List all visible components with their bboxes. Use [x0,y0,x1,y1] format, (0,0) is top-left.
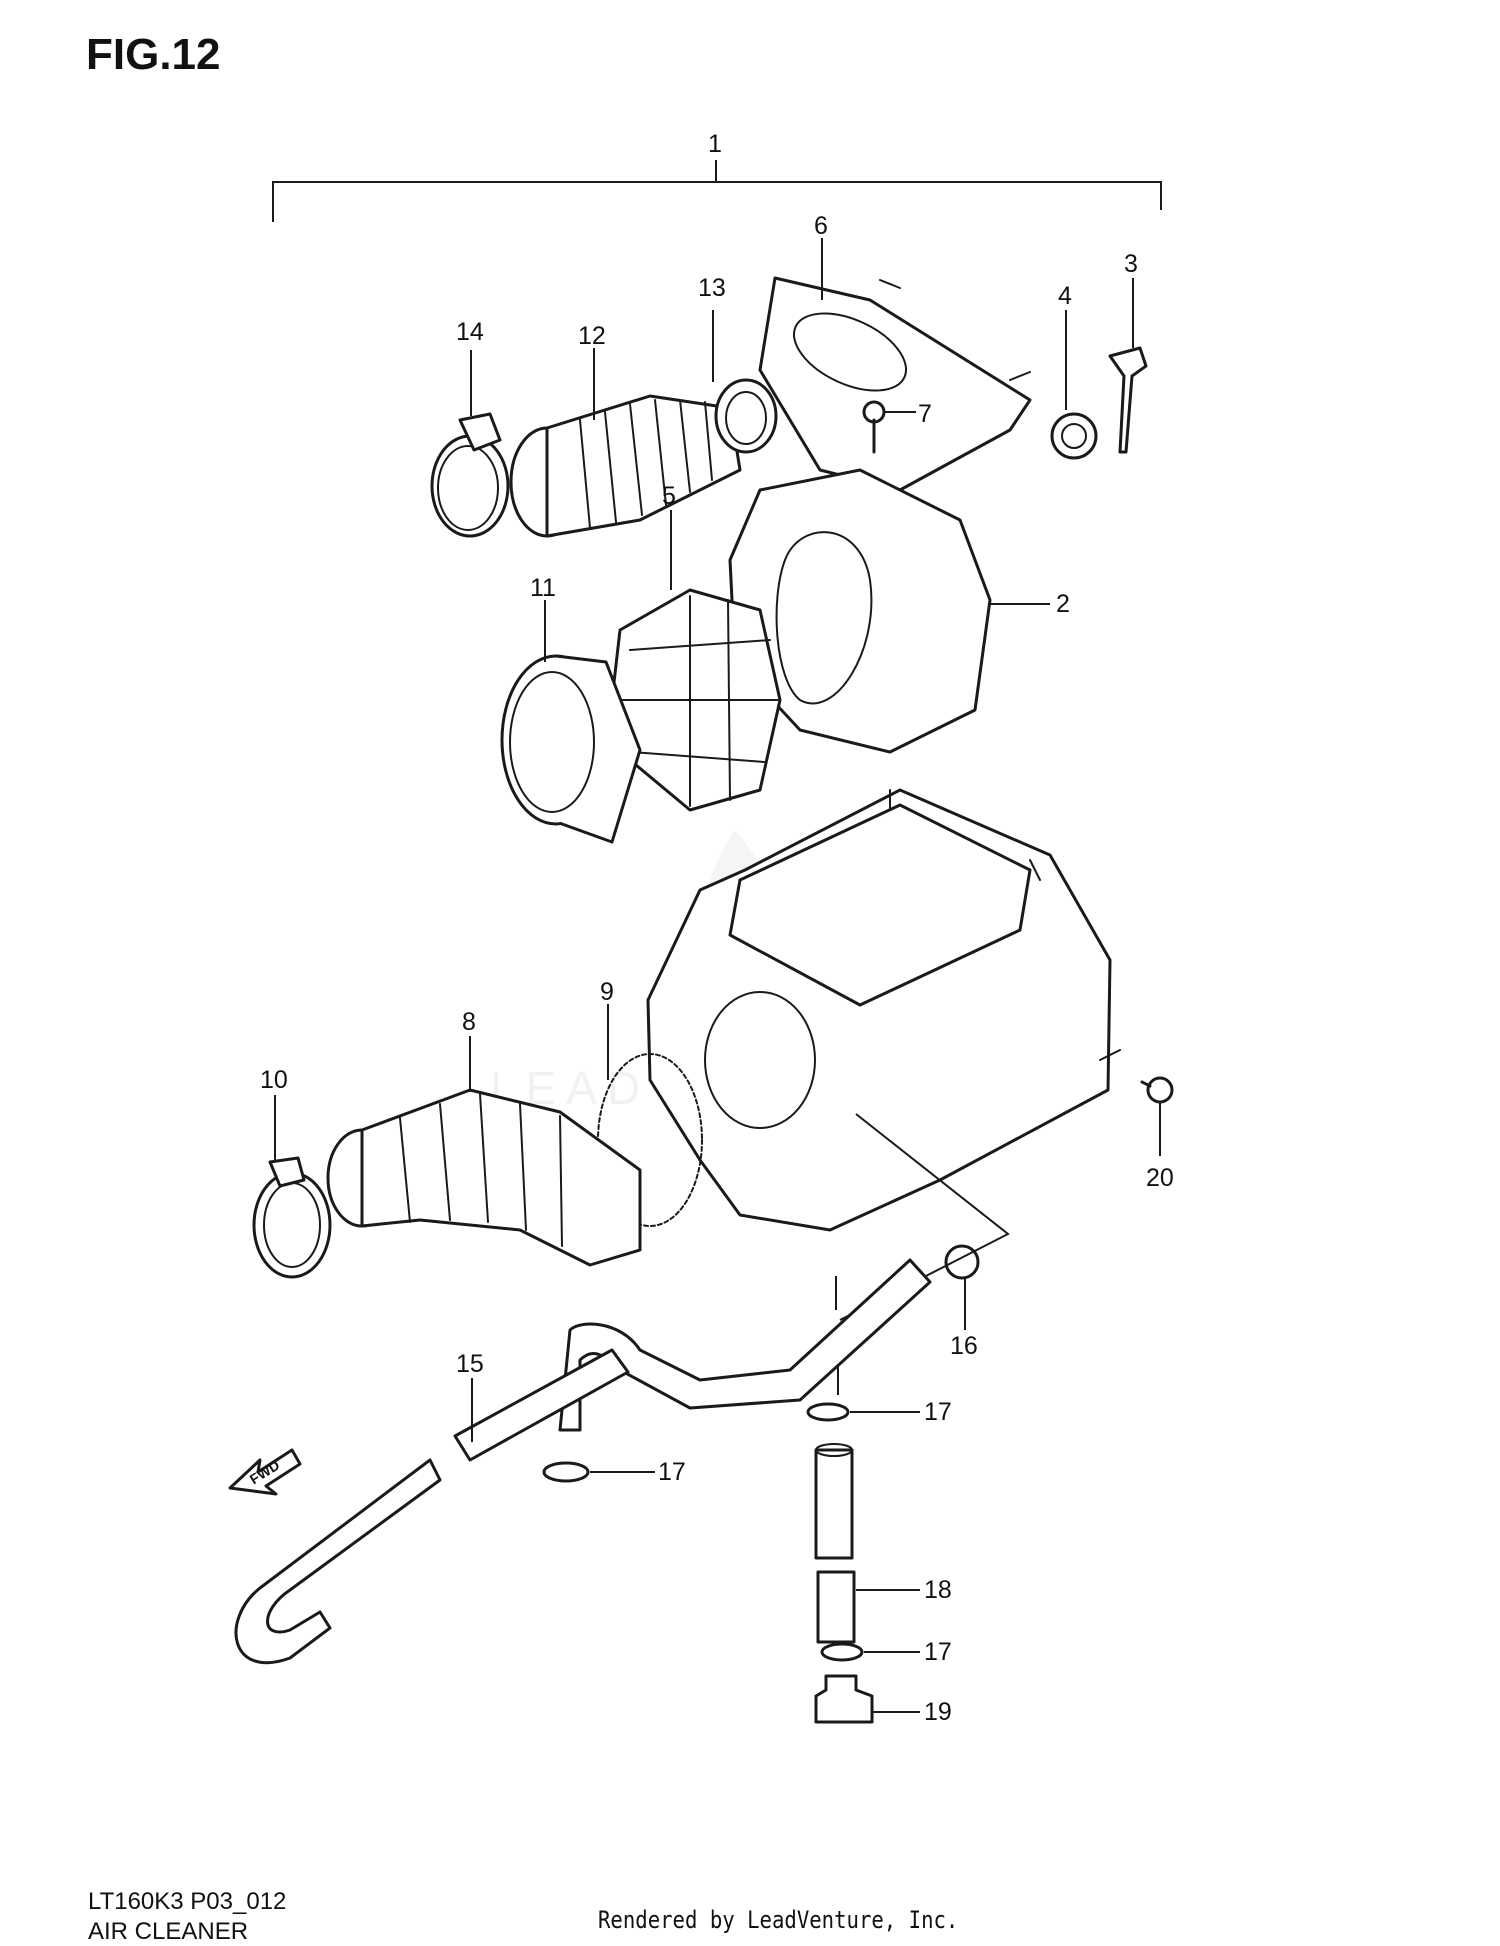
callout-1: 1 [708,130,722,158]
figure-title: FIG.12 [86,30,221,79]
part-18-drain-tube[interactable] [814,1443,920,1644]
callout-20: 20 [1146,1164,1174,1192]
callout-10: 10 [260,1066,288,1094]
assembly-bracket [272,160,1162,222]
section-name: AIR CLEANER [88,1918,249,1945]
model-code: LT160K3 P03_012 [88,1888,287,1915]
callout-17-upper: 17 [924,1398,952,1426]
callout-3: 3 [1124,250,1138,278]
part-12-intake-duct[interactable] [509,348,742,538]
part-drain-hose-upper[interactable] [558,1258,932,1432]
part-14-clamp[interactable] [430,350,510,538]
callout-17-left: 17 [658,1458,686,1486]
part-13-ring[interactable] [712,310,778,454]
part-3-clip[interactable] [1108,278,1148,454]
callout-8: 8 [462,1008,476,1036]
callout-18: 18 [924,1576,952,1604]
callout-13: 13 [698,274,726,302]
callout-2: 2 [1056,590,1070,618]
callout-4: 4 [1058,282,1072,310]
callout-12: 12 [578,322,606,350]
callout-11: 11 [530,574,556,602]
part-8-outlet-tube[interactable] [326,1036,642,1267]
callout-9: 9 [600,978,614,1006]
render-credit: Rendered by LeadVenture, Inc. [598,1906,959,1934]
callout-5: 5 [662,482,676,510]
air-cleaner-case[interactable] [646,788,1121,1232]
part-17-clip-lower[interactable] [820,1642,920,1662]
fwd-arrow: FWD [228,1448,302,1496]
part-15-breather-hose[interactable] [234,1348,630,1665]
part-4-collar[interactable] [1050,310,1098,460]
part-11-outlet-ring[interactable] [500,600,642,844]
part-19-drain-plug[interactable] [814,1674,920,1724]
callout-15: 15 [456,1350,484,1378]
part-10-clamp[interactable] [252,1095,332,1279]
part-7-screw[interactable] [862,400,916,454]
callout-17-lower: 17 [924,1638,952,1666]
callout-16: 16 [950,1332,978,1360]
part-20-bolt[interactable] [1140,1076,1174,1156]
part-6-cleaner-cover[interactable] [758,238,1032,492]
callout-19: 19 [924,1698,952,1726]
callout-14: 14 [456,318,484,346]
callout-7: 7 [918,400,932,428]
part-17-clip-left[interactable] [542,1461,655,1483]
part-17-clip-upper[interactable] [806,1402,920,1422]
callout-6: 6 [814,212,828,240]
part-5-element-cage[interactable] [610,510,782,812]
